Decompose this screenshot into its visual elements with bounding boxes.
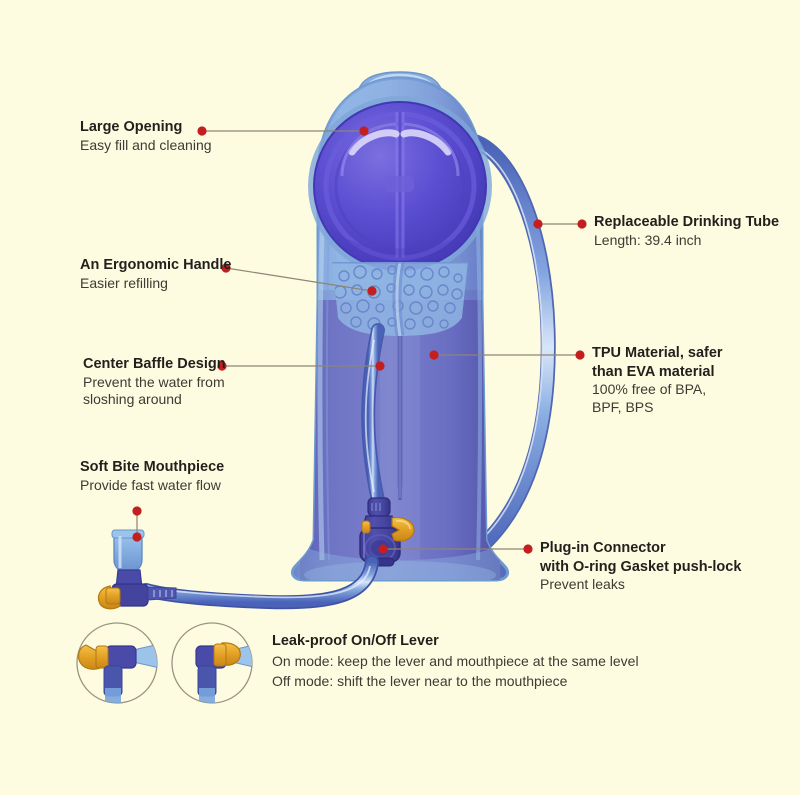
dot-mouthpiece-label: [132, 506, 142, 516]
textured-grip-panel: [332, 262, 468, 336]
lever-section: Leak-proof On/Off Lever On mode: keep th…: [272, 633, 692, 692]
callout-drinking-tube-title: Replaceable Drinking Tube: [594, 214, 780, 230]
dot-large-opening-target: [359, 126, 369, 136]
callout-large-opening-sub: Easy fill and cleaning: [80, 136, 212, 153]
large-opening-cap: [308, 96, 492, 276]
callout-large-opening-title: Large Opening: [80, 119, 183, 135]
dot-handle-target: [367, 286, 377, 296]
callout-ergonomic-handle: An Ergonomic Handle Easier refilling: [80, 256, 231, 292]
callout-tpu-material: TPU Material, safer than EVA material 10…: [592, 344, 723, 417]
callout-drinking-tube: Replaceable Drinking Tube Length: 39.4 i…: [594, 213, 779, 249]
dot-baffle-label: [217, 361, 227, 371]
callout-ergonomic-handle-sub: Easier refilling: [80, 274, 168, 291]
callout-tpu-material-title-line2: than EVA material: [592, 363, 715, 380]
callout-soft-bite-mouthpiece-sub: Provide fast water flow: [80, 476, 221, 493]
callout-drinking-tube-sub: Length: 39.4 inch: [594, 231, 702, 248]
dot-large-opening-label: [197, 126, 207, 136]
drinking-tube-inner: [361, 323, 385, 507]
callout-center-baffle: Center Baffle Design Prevent the water f…: [83, 355, 226, 409]
callout-ergonomic-handle-title: An Ergonomic Handle: [80, 257, 232, 273]
callout-tpu-material-title-line1: TPU Material, safer: [592, 345, 723, 361]
callout-plug-in-connector-title-line2: with O-ring Gasket push-lock: [540, 558, 742, 575]
dot-handle-label: [221, 263, 231, 273]
lever-inset-off: [171, 622, 253, 704]
center-baffle-seam: [397, 316, 403, 500]
callout-center-baffle-sub-line2: sloshing around: [83, 391, 182, 408]
callout-center-baffle-sub-line1: Prevent the water from: [83, 373, 225, 390]
callout-soft-bite-mouthpiece-title: Soft Bite Mouthpiece: [80, 459, 225, 475]
lever-section-on-mode: On mode: keep the lever and mouthpiece a…: [272, 653, 639, 669]
callout-center-baffle-title: Center Baffle Design: [83, 356, 226, 372]
dot-mouthpiece-target: [132, 532, 142, 542]
dot-tube-label: [577, 219, 587, 229]
callout-large-opening: Large Opening Easy fill and cleaning: [80, 118, 212, 154]
lever-inset-on: [76, 622, 158, 704]
dot-tube-target: [533, 219, 543, 229]
dot-tpu-target: [429, 350, 439, 360]
callout-plug-in-connector-sub: Prevent leaks: [540, 576, 625, 593]
plug-in-connector: [359, 497, 415, 567]
callout-plug-in-connector: Plug-in Connector with O-ring Gasket pus…: [540, 539, 741, 594]
lever-section-title: Leak-proof On/Off Lever: [272, 633, 439, 649]
soft-bite-mouthpiece: [97, 529, 177, 610]
dot-baffle-target: [375, 361, 385, 371]
on-off-lever: [361, 517, 415, 542]
leader-dots: [132, 126, 587, 554]
callout-plug-in-connector-title-line1: Plug-in Connector: [540, 540, 666, 556]
leader-lines: [136, 130, 582, 550]
dot-connector-target: [378, 544, 388, 554]
callout-soft-bite-mouthpiece: Soft Bite Mouthpiece Provide fast water …: [80, 458, 224, 494]
drinking-tube-right-loop: [462, 132, 556, 564]
callout-tpu-material-sub-line1: 100% free of BPA,: [592, 381, 707, 398]
dot-connector-label: [523, 544, 533, 554]
lever-section-off-mode: Off mode: shift the lever near to the mo…: [272, 673, 568, 690]
callout-tpu-material-sub-line2: BPF, BPS: [592, 399, 654, 415]
dot-tpu-label: [575, 350, 585, 360]
